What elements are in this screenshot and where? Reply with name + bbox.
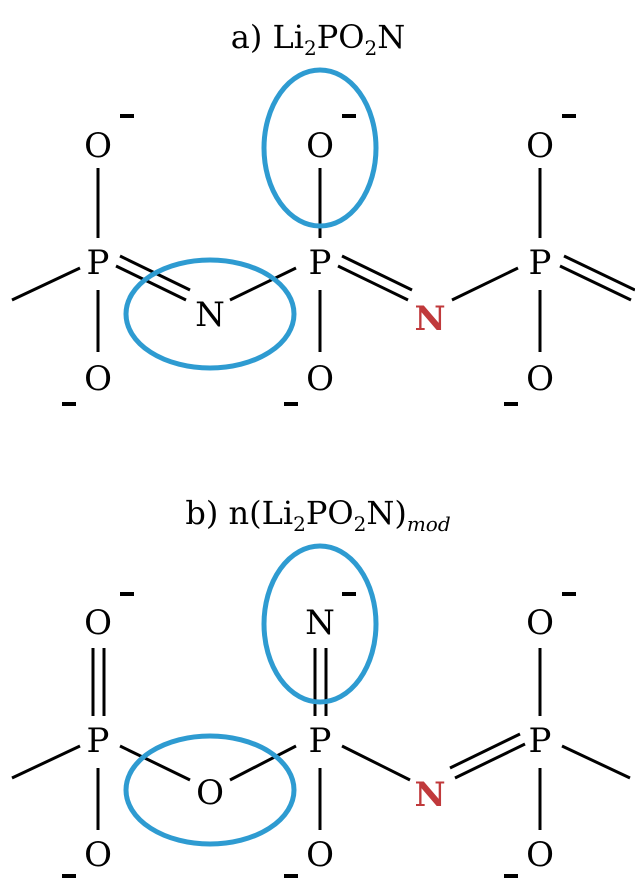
panel-a-atoms: O O O P P P N N O O O (84, 126, 554, 399)
atom-o: O (306, 126, 334, 166)
bond-o-bridge-p2 (229, 744, 297, 782)
panel-a-bonds (11, 168, 635, 352)
atom-n-terminal: N (305, 603, 335, 643)
bond-p2-n-double-1 (341, 254, 413, 292)
panel-b-bonds (11, 648, 631, 830)
atom-o: O (306, 835, 334, 875)
atom-o-bridge: O (196, 773, 224, 813)
atom-p: P (309, 721, 332, 761)
bond-p2-n-double-2 (337, 264, 409, 302)
panel-b-charges (62, 592, 576, 878)
panel-b-atoms: O N O P P P O N O O O (84, 603, 554, 875)
panel-a-charges (62, 114, 576, 406)
atom-p: P (87, 721, 110, 761)
panel-a-title: a) Li2PO2N (231, 18, 405, 60)
atom-n-highlighted: N (414, 775, 445, 815)
atom-n-bridge: N (195, 295, 225, 335)
panel-b: b) n(Li2PO2N)mod (11, 494, 631, 878)
bond-n-p3-double-1 (449, 732, 521, 770)
atom-o: O (526, 126, 554, 166)
atom-o: O (84, 835, 112, 875)
bond-p1-o-bridge (119, 744, 191, 782)
panel-b-title: b) n(Li2PO2N)mod (185, 494, 450, 536)
highlight-ring-terminal-n (261, 543, 379, 705)
bond-n-p3-double-2 (454, 742, 526, 780)
panel-a: a) Li2PO2N (11, 18, 635, 406)
highlight-ring-bridging-n (123, 257, 297, 371)
bond-chain-right (561, 744, 631, 780)
bond-p2-n (341, 744, 411, 782)
atom-p: P (87, 243, 110, 283)
bond-p3-chain-double-2 (559, 264, 632, 302)
bond-n-p3 (451, 266, 519, 302)
highlight-ring-bridging-o (123, 733, 297, 847)
bond-n-p2 (229, 266, 297, 302)
atom-o: O (84, 126, 112, 166)
atom-o: O (526, 359, 554, 399)
atom-p: P (529, 721, 552, 761)
bond-p3-chain-double-1 (563, 254, 635, 292)
highlight-ring-terminal-o (261, 67, 379, 229)
atom-p: P (529, 243, 552, 283)
atom-n-highlighted: N (414, 299, 445, 339)
bond-chain-left (11, 266, 81, 302)
atom-o: O (526, 603, 554, 643)
bond-chain-left (11, 744, 81, 780)
atom-o: O (84, 603, 112, 643)
bond-p1-n-double-2 (115, 264, 187, 302)
atom-o: O (306, 359, 334, 399)
atom-o: O (84, 359, 112, 399)
atom-o: O (526, 835, 554, 875)
atom-p: P (309, 243, 332, 283)
